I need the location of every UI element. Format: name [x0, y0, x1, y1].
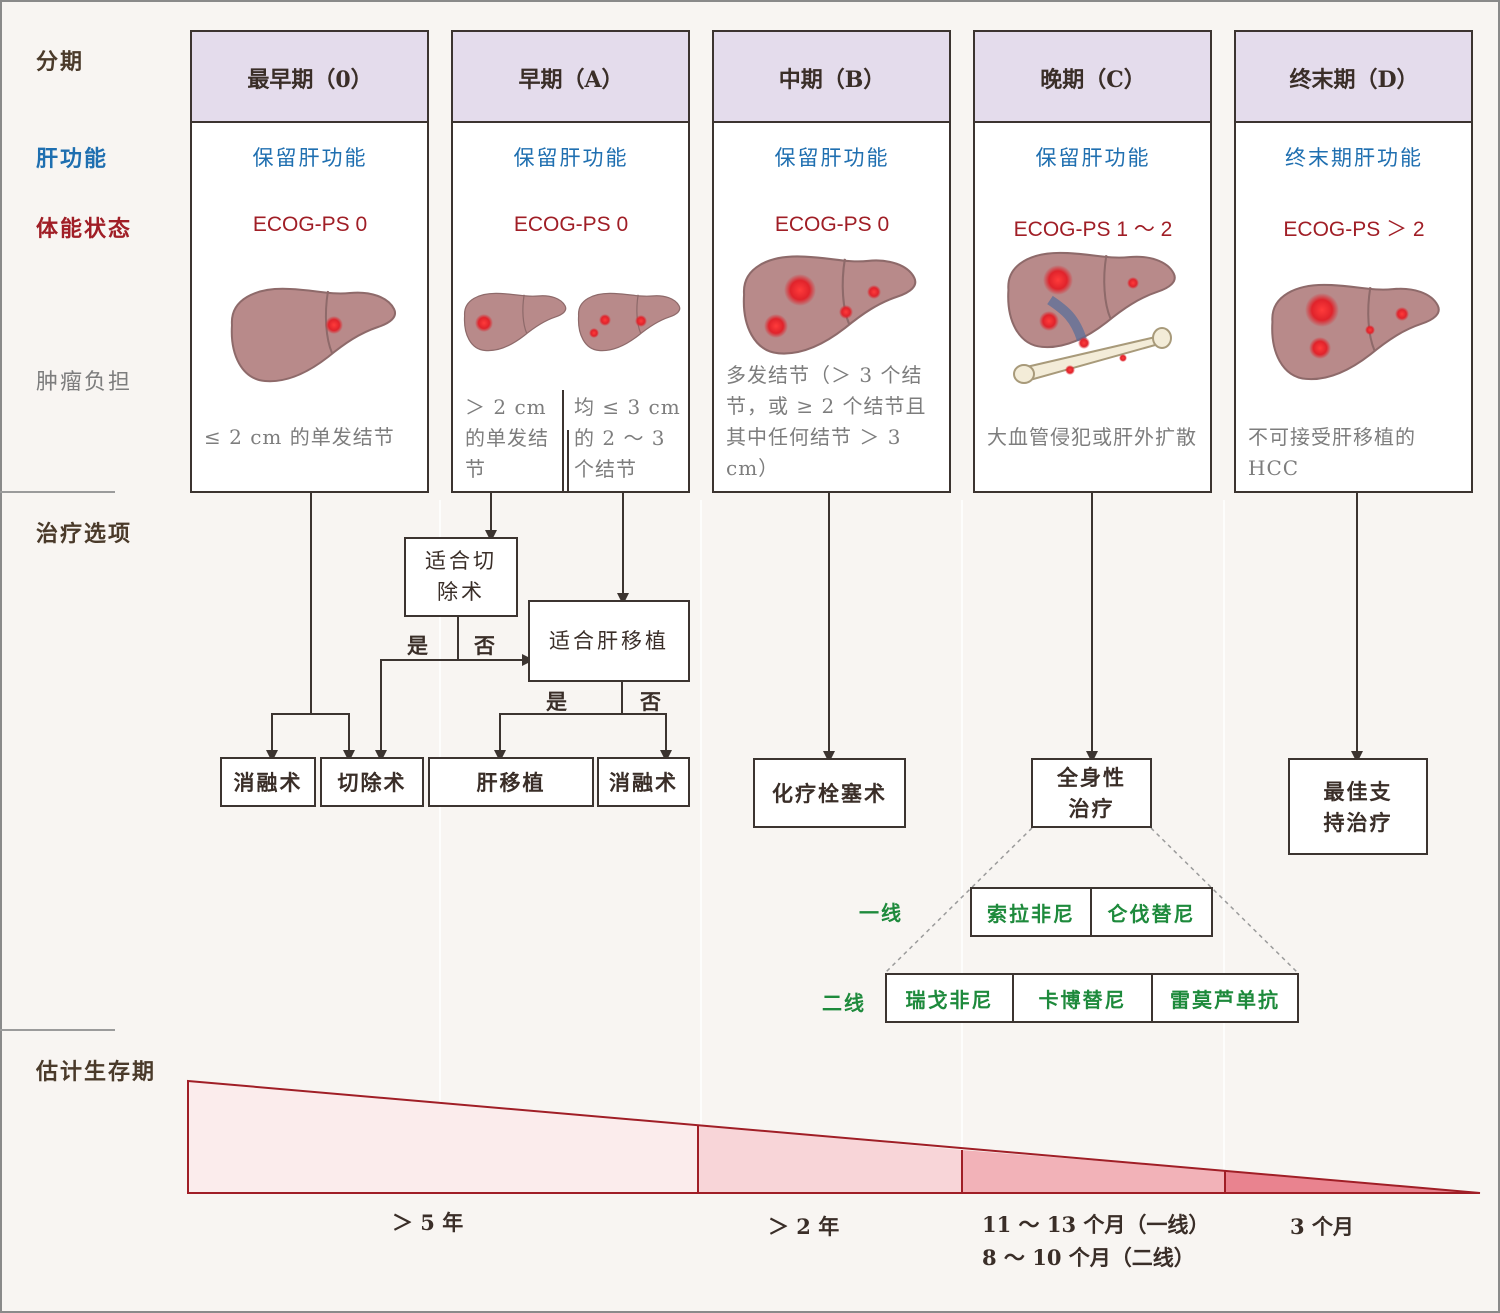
- liver-function-c: 保留肝功能: [1035, 146, 1151, 170]
- stage-header-c: 晚期（C）: [1040, 67, 1146, 93]
- stage-header-d: 终末期（D）: [1289, 67, 1419, 93]
- liver-function-0: 保留肝功能: [252, 146, 368, 170]
- stage-header-0: 最早期（0）: [247, 67, 373, 93]
- treatment-bsc: 最佳支持治疗: [1288, 758, 1428, 855]
- survival-stage-c-first: 11 ～ 13 个月（一线）: [982, 1212, 1210, 1237]
- survival-stage-d: 3 个月: [1290, 1214, 1354, 1239]
- resection-no-label: 否: [474, 633, 495, 658]
- first-line-label: 一线: [859, 901, 903, 925]
- tumor-desc-a-left: ＞ 2 cm 的单发结节: [465, 395, 549, 481]
- ecog-d: ECOG-PS ＞ 2: [1283, 218, 1425, 241]
- drug-ramucirumab: 雷莫芦单抗: [1151, 973, 1299, 1023]
- tumor-desc-b: 多发结节（＞ 3 个结节，或 ≥ 2 个结节且其中任何结节 ＞ 3 cm）: [726, 363, 927, 480]
- row-label-liver-function: 肝功能: [36, 146, 109, 172]
- liver-function-d: 终末期肝功能: [1285, 146, 1423, 170]
- liver-icon: [463, 292, 681, 352]
- bone-metastasis-icon: [1007, 251, 1176, 384]
- treatment-resection: 切除术: [320, 757, 424, 807]
- tumor-desc-0: ≤ 2 cm 的单发结节: [204, 425, 395, 449]
- drug-cabozantinib: 卡博替尼: [1012, 973, 1153, 1023]
- liver-icon: [230, 287, 397, 383]
- treatment-tace: 化疗栓塞术: [753, 758, 906, 828]
- row-label-tumor-burden: 肿瘤负担: [36, 370, 133, 395]
- liver-function-a: 保留肝功能: [513, 146, 629, 170]
- second-line-label: 二线: [822, 991, 866, 1015]
- treatment-ablation: 消融术: [220, 757, 316, 807]
- row-label-survival: 估计生存期: [36, 1059, 157, 1085]
- decision-transplant: 适合肝移植: [528, 600, 690, 682]
- row-label-stage: 分期: [36, 49, 85, 75]
- tumor-desc-a-right: 均 ≤ 3 cm 的 2 ～ 3 个结节: [574, 395, 681, 481]
- ecog-c: ECOG-PS 1 ～ 2: [1013, 218, 1173, 241]
- treatment-transplant: 肝移植: [428, 757, 594, 807]
- row-label-performance-status: 体能状态: [36, 216, 133, 242]
- survival-stage-c-second: 8 ～ 10 个月（二线）: [982, 1245, 1195, 1270]
- decision-resection: 适合切除术: [404, 537, 518, 617]
- ecog-0: ECOG-PS 0: [252, 213, 368, 236]
- transplant-no-label: 否: [640, 689, 661, 714]
- survival-stage-0-a: ＞ 5 年: [392, 1210, 464, 1235]
- ecog-a: ECOG-PS 0: [513, 213, 629, 236]
- survival-stage-b: ＞ 2 年: [768, 1214, 840, 1239]
- survival-wedge: [187, 1079, 1481, 1194]
- drug-regorafenib: 瑞戈非尼: [885, 973, 1014, 1023]
- tumor-desc-c: 大血管侵犯或肝外扩散: [987, 425, 1197, 449]
- liver-function-b: 保留肝功能: [774, 146, 890, 170]
- treatment-systemic: 全身性治疗: [1031, 758, 1152, 828]
- tumor-desc-d: 不可接受肝移植的 HCC: [1248, 425, 1416, 480]
- treatment-ablation-2: 消融术: [597, 757, 690, 807]
- drug-lenvatinib: 仑伐替尼: [1090, 887, 1213, 937]
- ecog-b: ECOG-PS 0: [774, 213, 890, 236]
- row-label-treatment: 治疗选项: [36, 521, 133, 547]
- liver-with-tumor-icon: [742, 255, 917, 355]
- liver-icon: [1271, 283, 1440, 381]
- drug-sorafenib: 索拉非尼: [970, 887, 1092, 937]
- stage-header-a: 早期（A）: [518, 67, 624, 93]
- resection-yes-label: 是: [407, 633, 428, 658]
- transplant-yes-label: 是: [546, 689, 567, 714]
- stage-header-b: 中期（B）: [778, 67, 886, 93]
